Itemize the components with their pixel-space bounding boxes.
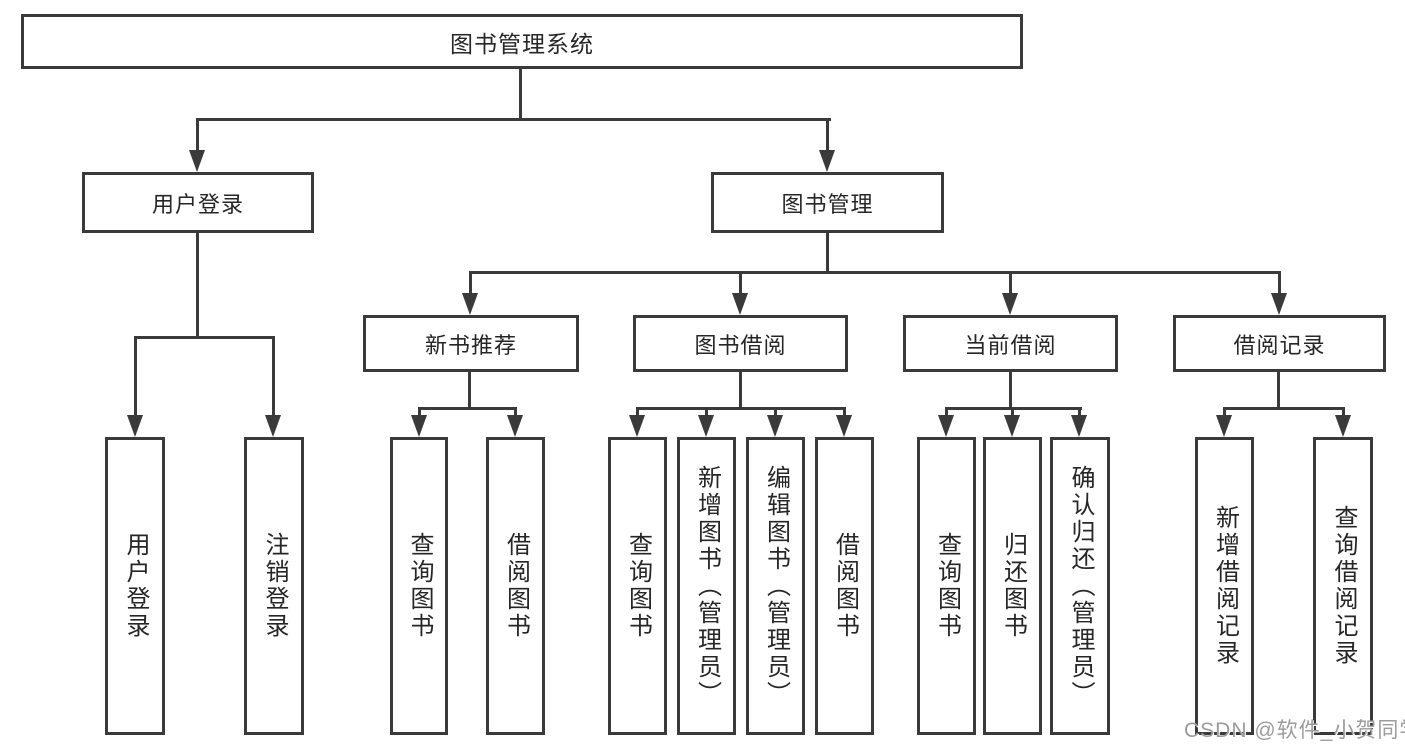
connector-arrow: [507, 415, 523, 437]
node-current-borrow: 当前借阅: [903, 315, 1118, 372]
connector-line: [196, 118, 831, 121]
connector-line: [469, 271, 1281, 274]
connector-line: [1277, 372, 1280, 410]
connector-arrow: [938, 415, 954, 437]
leaf-query-borrow-record: 查询借阅记录: [1313, 437, 1373, 735]
node-book-borrow: 图书借阅: [633, 315, 848, 372]
connector-arrow: [767, 415, 783, 437]
node-label: 确认归还（管理员）: [1067, 464, 1094, 708]
node-label: 新书推荐: [424, 332, 517, 358]
connector-line: [196, 233, 199, 338]
connector-arrow: [1071, 415, 1087, 437]
connector-arrow: [411, 415, 427, 437]
connector-line: [1078, 407, 1081, 420]
connector-arrow: [1004, 415, 1020, 437]
node-label: 图书管理系统: [450, 30, 594, 57]
connector-line: [843, 407, 846, 420]
connector-line: [739, 271, 742, 297]
node-label: 用户登录: [151, 191, 244, 217]
connector-line: [1011, 407, 1014, 420]
connector-arrow: [462, 293, 478, 315]
node-label: 查询图书: [933, 532, 961, 640]
connector-arrow: [127, 415, 143, 437]
node-label: 查询图书: [624, 532, 652, 640]
connector-line: [1223, 407, 1345, 410]
node-label: 当前借阅: [964, 332, 1057, 358]
connector-arrow: [732, 293, 748, 315]
node-label: 新增借阅记录: [1211, 505, 1239, 667]
node-label: 归还图书: [999, 532, 1027, 640]
connector-line: [514, 407, 517, 420]
leaf-confirm-return-admin: 确认归还（管理员）: [1050, 437, 1110, 735]
watermark: CSDN @软件_小贺同学: [1184, 719, 1405, 742]
node-label: 用户登录: [122, 532, 149, 640]
connector-arrow: [629, 415, 645, 437]
node-label: 注销登录: [261, 532, 288, 640]
leaf-edit-book-admin: 编辑图书（管理员）: [746, 437, 805, 735]
connector-line: [1342, 407, 1345, 420]
leaf-query-books-1: 查询图书: [390, 437, 448, 735]
connector-arrow: [1002, 293, 1018, 315]
connector-line: [272, 336, 275, 419]
connector-arrow: [698, 415, 714, 437]
connector-line: [1223, 407, 1226, 420]
connector-line: [1009, 271, 1012, 297]
node-label: 借阅图书: [502, 532, 530, 640]
connector-arrow: [1335, 415, 1351, 437]
connector-arrow: [836, 415, 852, 437]
connector-line: [196, 118, 199, 154]
connector-line: [826, 233, 829, 273]
connector-line: [945, 407, 948, 420]
node-label: 借阅记录: [1233, 332, 1326, 358]
node-root: 图书管理系统: [21, 14, 1023, 69]
connector-line: [418, 407, 421, 420]
connector-line: [134, 336, 137, 419]
connector-line: [705, 407, 708, 420]
leaf-borrow-books-2: 借阅图书: [815, 437, 874, 735]
node-label: 查询图书: [406, 532, 433, 640]
node-label: 图书管理: [781, 191, 874, 217]
connector-line: [636, 407, 639, 420]
connector-line: [519, 69, 522, 120]
connector-line: [1009, 372, 1012, 410]
leaf-query-books-3: 查询图书: [917, 437, 976, 735]
node-label: 编辑图书（管理员）: [762, 464, 790, 708]
leaf-add-book-admin: 新增图书（管理员）: [677, 437, 736, 735]
connector-line: [739, 372, 742, 410]
node-label: 新增图书（管理员）: [693, 464, 721, 708]
connector-line: [418, 407, 517, 410]
connector-line: [636, 407, 846, 410]
connector-line: [468, 372, 471, 410]
node-book-management: 图书管理: [711, 172, 944, 233]
leaf-user-login: 用户登录: [105, 437, 165, 735]
node-borrow-records: 借阅记录: [1173, 315, 1386, 372]
node-user-login: 用户登录: [82, 172, 314, 233]
leaf-return-book: 归还图书: [983, 437, 1042, 735]
connector-arrow: [819, 150, 835, 172]
connector-line: [469, 271, 472, 297]
connector-line: [1278, 271, 1281, 297]
connector-line: [134, 336, 275, 339]
node-label: 借阅图书: [831, 532, 859, 640]
leaf-logout: 注销登录: [244, 437, 304, 735]
connector-arrow: [265, 415, 281, 437]
leaf-query-books-2: 查询图书: [608, 437, 667, 735]
leaf-add-borrow-record: 新增借阅记录: [1195, 437, 1254, 735]
leaf-borrow-books-1: 借阅图书: [486, 437, 545, 735]
connector-line: [826, 118, 829, 154]
connector-arrow: [1216, 415, 1232, 437]
connector-arrow: [1271, 293, 1287, 315]
node-new-book-recommend: 新书推荐: [363, 315, 579, 372]
node-label: 图书借阅: [694, 332, 787, 358]
connector-line: [774, 407, 777, 420]
connector-arrow: [189, 150, 205, 172]
node-label: 查询借阅记录: [1330, 505, 1357, 667]
